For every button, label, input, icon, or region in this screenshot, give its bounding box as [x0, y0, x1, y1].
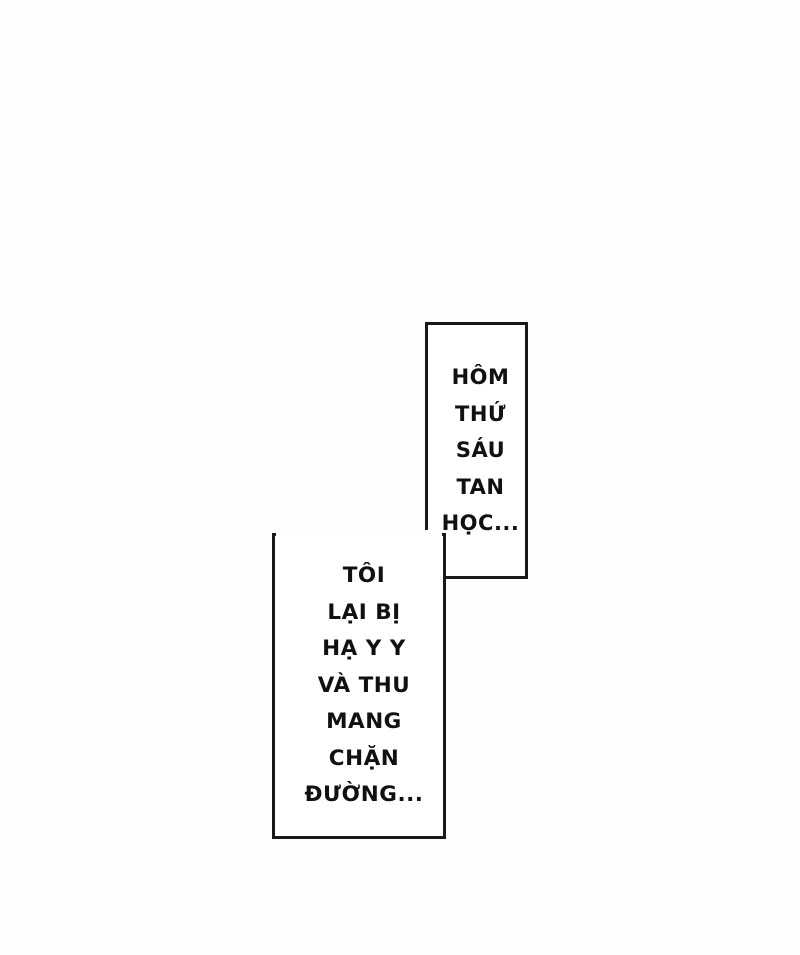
narration-line: HẠ Y Y: [322, 636, 406, 662]
narration-line: THỨ: [455, 401, 506, 426]
narration-line: HÔM: [451, 365, 510, 390]
narration-text-lower: TÔI LẠI BỊ HẠ Y Y VÀ THU MANG CHẶN ĐƯỜNG…: [305, 558, 424, 814]
narration-line: TAN: [456, 474, 505, 499]
narration-line: SÁU: [455, 438, 506, 463]
narration-line: TÔI: [342, 563, 386, 589]
narration-line: VÀ THU: [317, 672, 411, 698]
narration-line: HỌC...: [441, 511, 520, 536]
narration-box-lower: TÔI LẠI BỊ HẠ Y Y VÀ THU MANG CHẶN ĐƯỜNG…: [272, 533, 446, 839]
narration-line: LẠI BỊ: [327, 599, 401, 625]
panel-seam-vertical: [423, 536, 429, 576]
narration-text-upper: HÔM THỨ SÁU TAN HỌC...: [442, 359, 520, 542]
narration-line: CHẶN: [328, 745, 400, 771]
narration-line: ĐƯỜNG...: [304, 782, 424, 808]
narration-line: MANG: [326, 709, 402, 735]
panel-seam-horizontal: [276, 530, 442, 536]
